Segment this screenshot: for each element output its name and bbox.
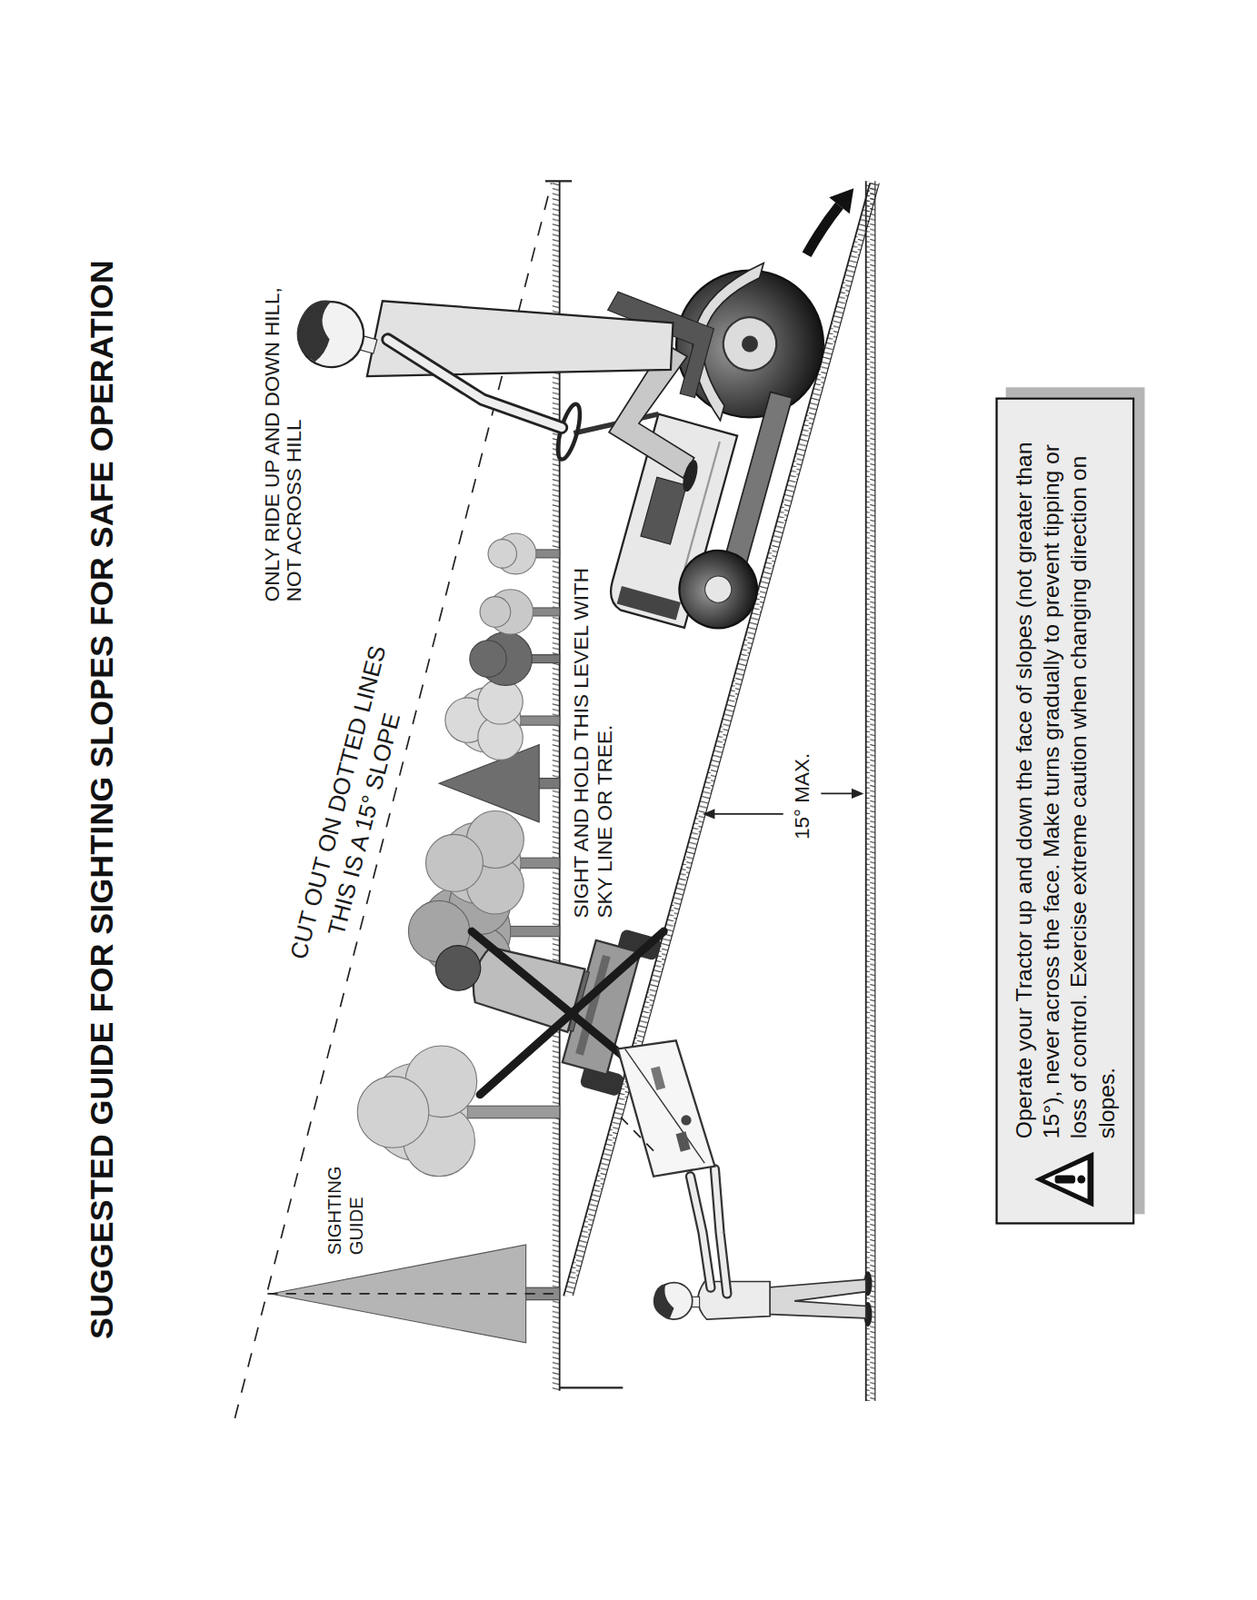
tractor <box>739 333 760 354</box>
tractor <box>670 541 767 638</box>
sighting-guide-card <box>618 1040 716 1177</box>
angle-label: 15° MAX. <box>790 753 815 840</box>
angle-arrows <box>851 788 864 799</box>
downhill-arrow <box>807 205 840 255</box>
tractor <box>679 458 701 493</box>
person <box>766 1279 867 1319</box>
downhill-arrow <box>828 188 854 214</box>
lower-ground <box>866 180 876 1402</box>
level-line <box>545 179 572 182</box>
round-tree <box>478 679 523 725</box>
person <box>653 1169 873 1327</box>
warning-icon <box>1032 1151 1098 1209</box>
sight-dashed-line <box>618 1114 654 1151</box>
angle-arrows <box>702 788 865 820</box>
warning-icon <box>1044 1160 1088 1200</box>
tractor <box>640 477 687 545</box>
person <box>653 1284 675 1319</box>
person <box>714 1169 727 1295</box>
round-tree <box>479 589 560 635</box>
lower-ground <box>865 180 868 1402</box>
instruction-label: ONLY RIDE UP AND DOWN HILL, NOT ACROSS H… <box>259 284 305 602</box>
sight-dashed-line <box>267 1293 558 1296</box>
warning-icon <box>1055 1176 1076 1185</box>
tractor <box>717 311 783 378</box>
round-tree <box>425 834 483 892</box>
level-line <box>559 1386 624 1389</box>
person <box>689 1177 710 1288</box>
tractor <box>377 339 572 429</box>
warning-icon <box>1077 1176 1086 1185</box>
round-tree <box>488 533 560 575</box>
wrong-tractor <box>430 940 487 997</box>
tractor <box>289 294 340 365</box>
tractor <box>361 247 683 454</box>
lower-ground <box>874 180 876 1402</box>
angle-arrows <box>711 813 784 816</box>
person <box>714 1169 727 1295</box>
tractor <box>290 294 371 375</box>
page-title: SUGGESTED GUIDE FOR SIGHTING SLOPES FOR … <box>81 0 121 1600</box>
tractor <box>701 573 735 607</box>
tractor <box>248 148 843 645</box>
round-tree <box>488 539 517 569</box>
round-tree <box>357 1077 429 1149</box>
warning-box: Operate your Tractor up and down the fac… <box>995 398 1135 1226</box>
sighting-guide-card <box>625 1048 706 1164</box>
instruction-label: SIGHT AND HOLD THIS LEVEL WITH SKY LINE … <box>569 565 618 919</box>
warning-icon <box>1034 1152 1094 1208</box>
sighting-guide-card <box>618 1040 716 1177</box>
sighting-guide-card <box>650 1067 666 1091</box>
person <box>689 1177 710 1288</box>
round-tree <box>469 632 560 686</box>
warning-text: Operate your Tractor up and down the fac… <box>1009 413 1120 1139</box>
angle-arrows <box>820 793 854 796</box>
round-tree <box>469 640 507 678</box>
angle-arrows <box>702 808 715 819</box>
tractor <box>617 586 681 620</box>
tractor <box>377 339 572 429</box>
downhill-arrow <box>807 188 855 255</box>
sighting-guide-card <box>680 1115 691 1126</box>
part-label: SIGHTING GUIDE <box>324 1163 368 1256</box>
round-tree <box>357 1046 559 1178</box>
lower-ground <box>866 180 876 1402</box>
sighting-guide-card <box>676 1131 691 1152</box>
warning-icon <box>1032 1151 1098 1209</box>
round-tree <box>445 679 560 761</box>
round-tree <box>425 811 559 915</box>
round-tree <box>479 597 511 629</box>
